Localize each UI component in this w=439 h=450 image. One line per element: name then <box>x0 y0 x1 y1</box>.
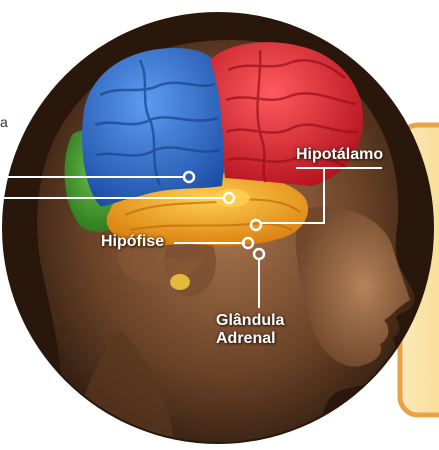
label-glandula-line1: Glândula <box>216 312 284 329</box>
label-hipofise: Hipófise <box>101 233 164 251</box>
cut-off-label-fragment: a <box>0 114 8 130</box>
label-hipotalamo: Hipotálamo <box>296 146 383 164</box>
label-glandula-adrenal: Glândula Adrenal <box>216 312 284 348</box>
pituitary-gland <box>170 274 190 290</box>
label-glandula-line2: Adrenal <box>216 330 276 347</box>
